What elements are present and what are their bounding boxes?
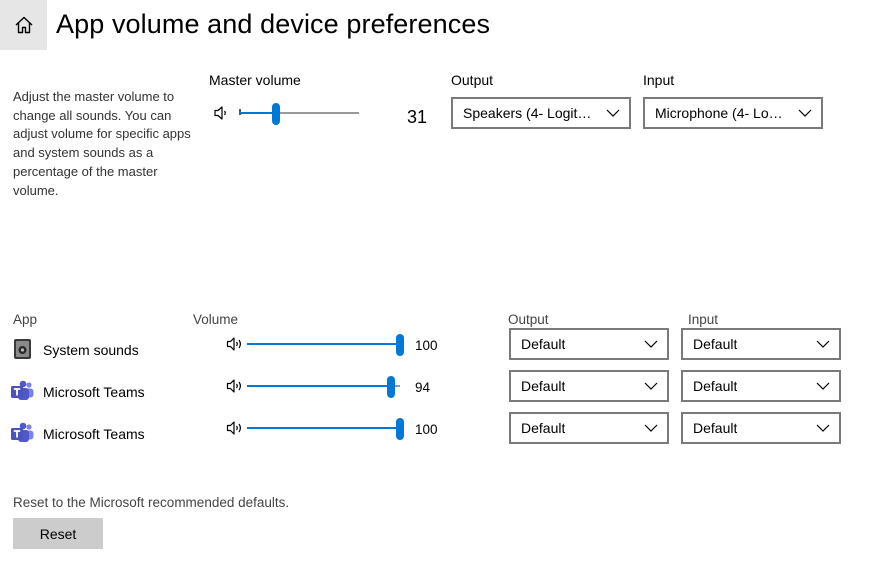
- input-device-value: Microphone (4- Logitech G533 Gaming Head…: [655, 105, 787, 121]
- chevron-down-icon: [644, 340, 658, 348]
- app-output-value: Default: [521, 420, 566, 436]
- col-header-app: App: [13, 312, 38, 327]
- input-device-dropdown[interactable]: Microphone (4- Logitech G533 Gaming Head…: [643, 97, 823, 129]
- chevron-down-icon: [644, 424, 658, 432]
- master-volume-value: 31: [407, 107, 428, 127]
- slider-fill: [247, 343, 400, 345]
- master-volume-label: Master volume: [209, 72, 301, 88]
- page-title: App volume and device preferences: [56, 9, 491, 39]
- app-name: System sounds: [43, 342, 139, 358]
- app-name: Microsoft Teams: [43, 426, 145, 442]
- slider-thumb[interactable]: [272, 103, 280, 125]
- app-input-value: Default: [693, 378, 738, 394]
- slider-thumb[interactable]: [396, 334, 404, 356]
- slider-fill: [247, 427, 400, 429]
- chevron-down-icon: [816, 340, 830, 348]
- reset-button[interactable]: Reset: [13, 518, 103, 549]
- chevron-down-icon: [798, 109, 812, 117]
- chevron-down-icon: [644, 382, 658, 390]
- speaker-icon[interactable]: [226, 336, 244, 352]
- output-device-dropdown[interactable]: Speakers (4- Logitech G533 Gaming Headse…: [451, 97, 631, 129]
- output-label: Output: [451, 72, 494, 88]
- chevron-down-icon: [816, 382, 830, 390]
- chevron-down-icon: [816, 424, 830, 432]
- app-volume-slider[interactable]: [247, 334, 404, 356]
- reset-description: Reset to the Microsoft recommended defau…: [13, 495, 290, 510]
- speaker-icon[interactable]: [213, 105, 231, 121]
- home-button[interactable]: [0, 0, 47, 50]
- slider-fill: [247, 385, 391, 387]
- app-input-value: Default: [693, 420, 738, 436]
- app-output-dropdown[interactable]: Default: [509, 370, 669, 402]
- slider-thumb[interactable]: [396, 418, 404, 440]
- app-output-value: Default: [521, 336, 566, 352]
- app-name: Microsoft Teams: [43, 384, 145, 400]
- app-input-dropdown[interactable]: Default: [681, 412, 841, 444]
- slider-thumb[interactable]: [387, 376, 395, 398]
- master-volume-slider[interactable]: [239, 103, 359, 125]
- chevron-down-icon: [606, 109, 620, 117]
- app-output-dropdown[interactable]: Default: [509, 328, 669, 360]
- home-icon: [15, 16, 32, 34]
- app-output-value: Default: [521, 378, 566, 394]
- app-volume-slider[interactable]: [247, 418, 404, 440]
- output-device-value: Speakers (4- Logitech G533 Gaming Headse…: [463, 105, 595, 121]
- microsoft-teams-icon: [11, 380, 34, 400]
- col-header-output: Output: [508, 312, 549, 327]
- app-volume-value: 100: [415, 422, 438, 437]
- app-volume-value: 100: [415, 338, 438, 353]
- app-input-dropdown[interactable]: Default: [681, 370, 841, 402]
- speaker-icon[interactable]: [226, 420, 244, 436]
- app-volume-slider[interactable]: [247, 376, 400, 398]
- master-description: Adjust the master volume to change all s…: [13, 89, 191, 198]
- slider-track: [239, 112, 359, 114]
- col-header-input: Input: [688, 312, 719, 327]
- speaker-icon[interactable]: [226, 378, 244, 394]
- slider-fill: [239, 112, 276, 114]
- app-input-value: Default: [693, 336, 738, 352]
- system-sounds-icon: [14, 339, 31, 359]
- app-input-dropdown[interactable]: Default: [681, 328, 841, 360]
- col-header-volume: Volume: [193, 312, 239, 327]
- app-output-dropdown[interactable]: Default: [509, 412, 669, 444]
- app-volume-value: 94: [415, 380, 431, 395]
- input-label: Input: [643, 72, 675, 88]
- microsoft-teams-icon: [11, 422, 34, 442]
